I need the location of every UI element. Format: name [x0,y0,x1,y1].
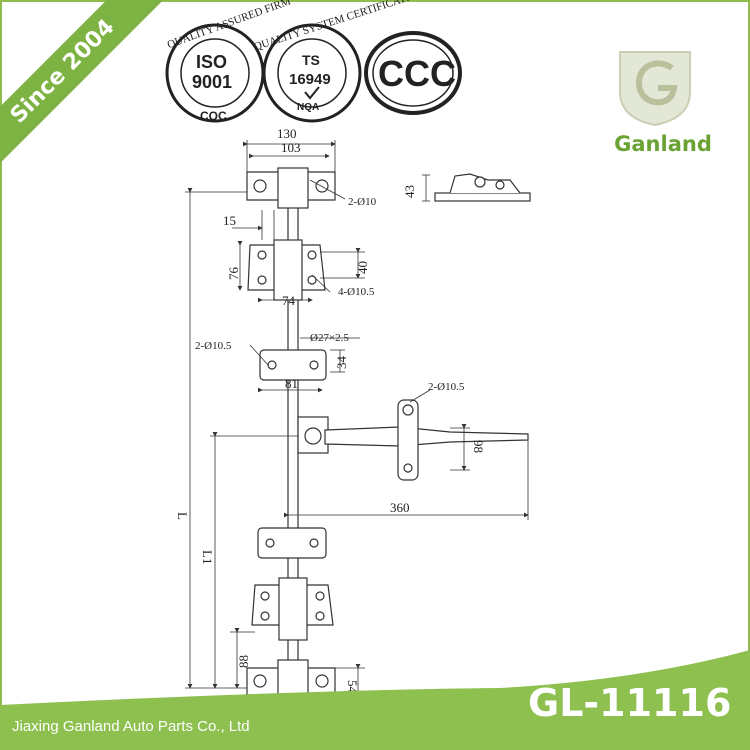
dim-54: 54 [345,680,360,694]
iso-text: ISO [196,52,227,72]
dim-L: L [175,512,190,520]
model-code: GL-11116 [528,681,732,725]
footer-swoosh [0,650,750,750]
handle-assembly [297,399,529,481]
ganland-logo-icon [619,51,691,127]
company-name: Jiaxing Ganland Auto Parts Co., Ltd [12,718,250,735]
dim-34: 34 [334,356,349,370]
brand-name: Ganland [614,132,712,156]
ccc-text: CCC [378,53,456,94]
dim-74: 74 [282,293,296,308]
bottom-bracket [246,659,336,701]
dim-103: 103 [281,140,301,155]
iso-number: 9001 [192,72,232,92]
ts-text: TS [302,52,320,68]
dimension-labels: 130 103 2-Ø10 43 15 76 40 74 4-Ø10.5 2-Ø… [175,126,486,694]
lower-keeper-bracket [251,577,334,641]
ccc-logo: CCC [364,31,462,115]
lower-guide-bracket [257,527,327,559]
dim-15: 15 [223,213,236,228]
dim-76: 76 [226,267,241,281]
upper-keeper-bracket [247,239,326,301]
dim-40: 40 [355,261,370,274]
ts-number: 16949 [289,71,331,88]
dim-o27x2-5: Ø27×2.5 [310,332,349,344]
dim-43: 43 [402,185,417,198]
dim-2-o10-5-handle: 2-Ø10.5 [428,381,465,393]
top-bracket [246,167,336,209]
dim-98: 98 [471,440,486,453]
dim-88: 88 [236,655,251,668]
dim-360: 360 [390,500,410,515]
dim-81: 81 [285,376,298,391]
dim-4-o10-5: 4-Ø10.5 [338,286,375,298]
dim-2-o10: 2-Ø10 [348,196,377,208]
dim-2-o10-5-middle: 2-Ø10.5 [195,340,232,352]
iso-footer: CQC [200,109,227,123]
side-view [434,173,531,202]
dim-L1: L1 [200,550,215,564]
iso-9001-logo: QUALITY ASSURED FIRM ISO 9001 CQC [165,0,293,123]
ts-footer: NQA [297,102,319,113]
middle-guide-bracket [259,349,327,381]
dim-130: 130 [277,126,297,141]
dimension-lines [185,140,529,699]
